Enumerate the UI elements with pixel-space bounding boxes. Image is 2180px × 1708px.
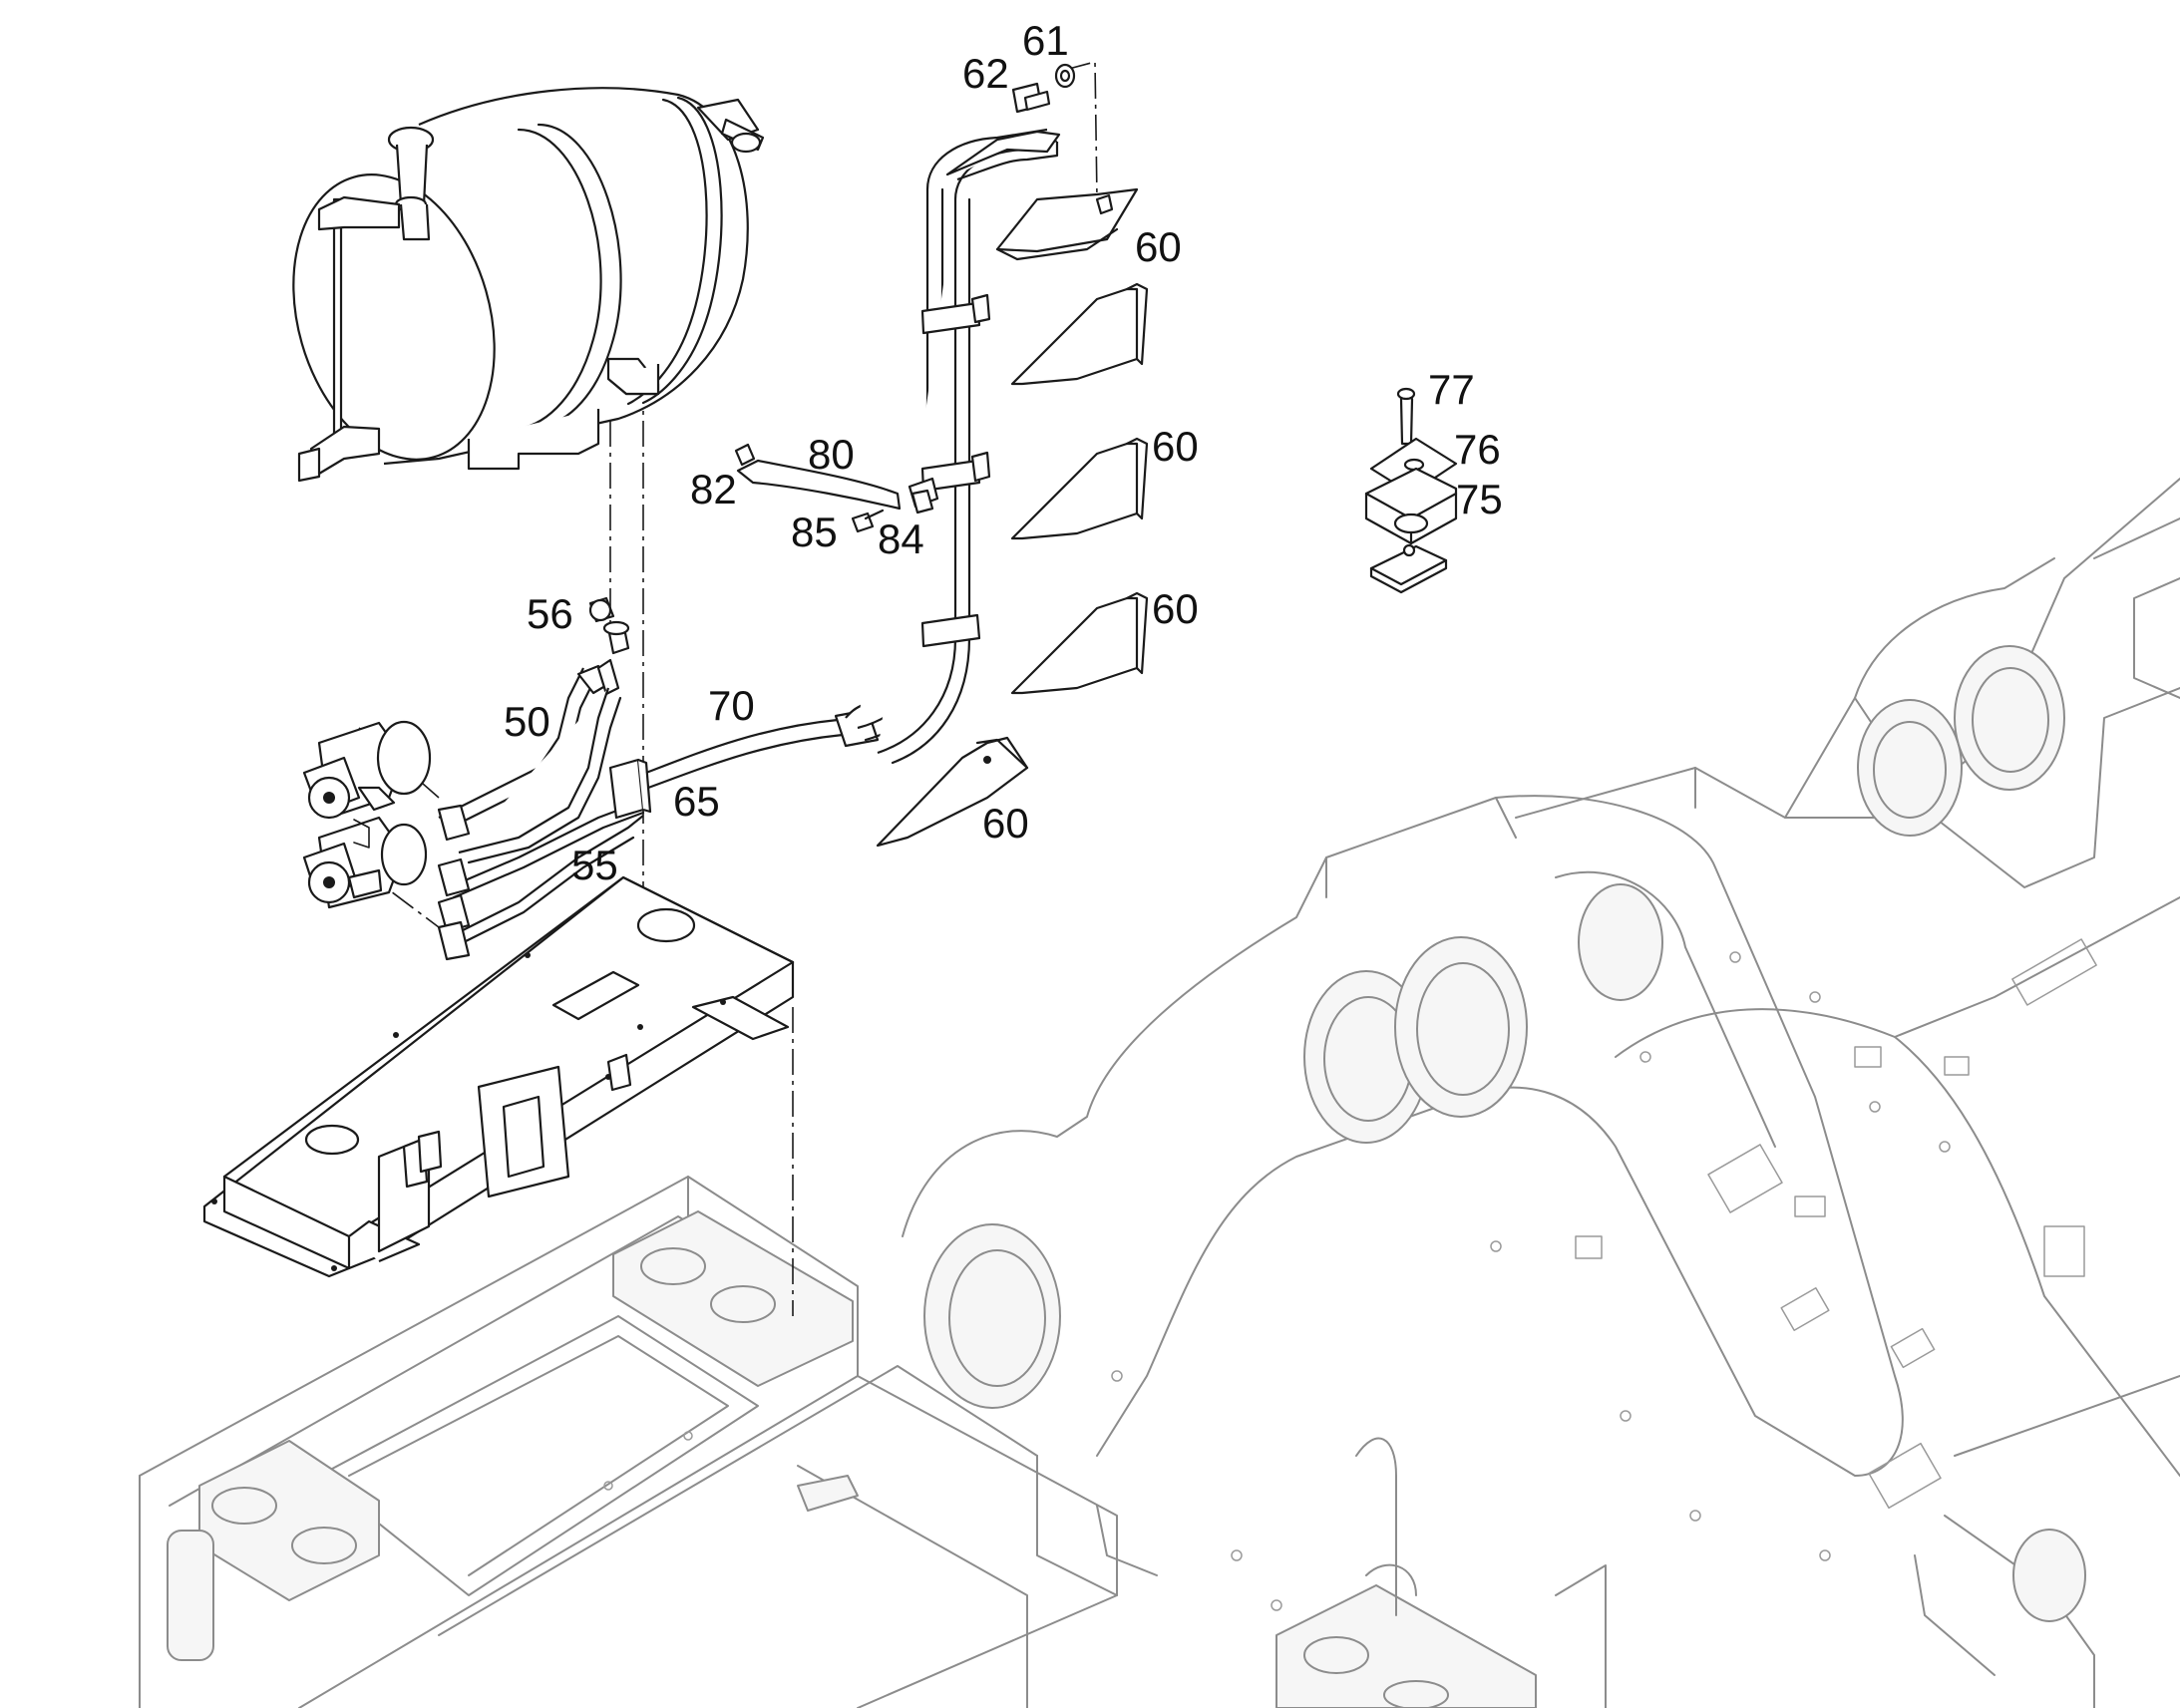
callout-60-top: 60 bbox=[1135, 223, 1182, 270]
bolt-and-washer bbox=[1011, 63, 1076, 114]
hose-assemblies bbox=[437, 596, 889, 961]
callout-55: 55 bbox=[571, 842, 618, 888]
hose-clamp-hardware bbox=[734, 443, 939, 533]
clamp-block-set bbox=[1364, 387, 1458, 594]
callout-60-second: 60 bbox=[1152, 423, 1199, 470]
callout-80: 80 bbox=[808, 431, 855, 478]
callout-62: 62 bbox=[962, 50, 1009, 97]
callout-50: 50 bbox=[504, 698, 550, 745]
machine-frame bbox=[139, 478, 2180, 1708]
guard-plates bbox=[876, 282, 1149, 848]
callout-56: 56 bbox=[527, 590, 573, 637]
callout-60-bottom: 60 bbox=[982, 800, 1029, 847]
pump-valves bbox=[302, 720, 432, 909]
callout-77: 77 bbox=[1428, 366, 1475, 413]
hydraulic-tank bbox=[292, 87, 765, 483]
callout-82: 82 bbox=[690, 466, 737, 512]
callout-75: 75 bbox=[1456, 476, 1503, 522]
callout-76: 76 bbox=[1454, 426, 1501, 473]
callout-84: 84 bbox=[878, 515, 924, 562]
callout-85: 85 bbox=[791, 509, 838, 555]
callout-61: 61 bbox=[1022, 17, 1069, 64]
callout-70: 70 bbox=[708, 682, 755, 729]
pipe-manifold bbox=[857, 128, 1139, 765]
part-callouts: 61 62 60 60 60 60 77 76 75 80 82 85 84 5… bbox=[504, 17, 1503, 888]
tank-support-plate bbox=[202, 875, 795, 1278]
callout-65: 65 bbox=[673, 778, 720, 825]
callout-60-third: 60 bbox=[1152, 585, 1199, 632]
